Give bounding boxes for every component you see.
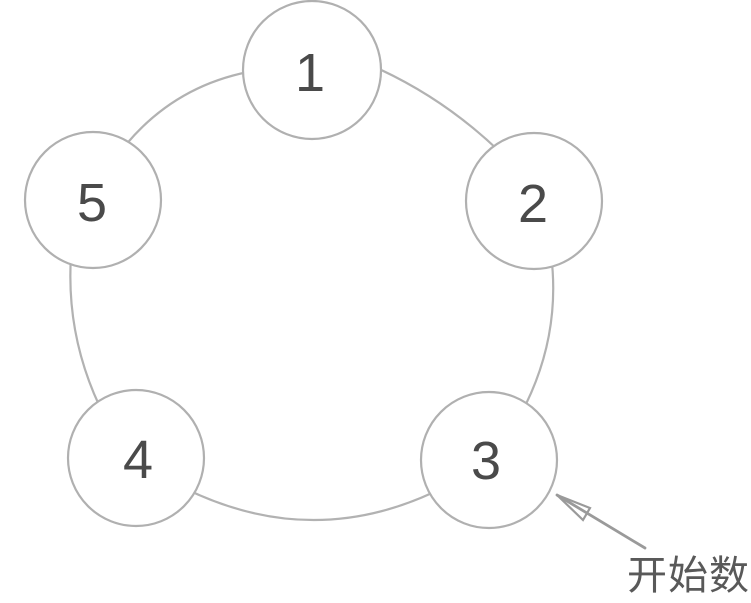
node-3: 3 [419,390,559,530]
node-3-circle [419,390,559,530]
arc-1-to-2 [375,66,502,154]
node-circles: 1 2 3 4 5 [23,0,604,530]
node-1-circle [241,0,383,141]
arrow-shaft [555,493,647,550]
ring-arcs [69,66,555,522]
node-4-circle [66,388,206,528]
node-1-label: 1 [295,43,325,103]
node-5: 5 [23,130,163,270]
node-1: 1 [241,0,383,141]
node-4-label: 4 [123,430,153,490]
arrow-head-icon [556,493,592,522]
node-4: 4 [66,388,206,528]
start-annotation: 开始数 [555,493,750,598]
node-2-circle [464,131,604,271]
node-5-circle [23,130,163,270]
arc-3-to-4 [184,487,434,522]
arc-4-to-5 [69,254,101,407]
arc-5-to-1 [122,70,250,149]
node-5-label: 5 [77,173,107,233]
annotation-label: 开始数 [627,554,750,598]
arc-2-to-3 [524,252,555,406]
node-2: 2 [464,131,604,271]
node-3-label: 3 [471,431,501,491]
node-2-label: 2 [518,174,548,234]
